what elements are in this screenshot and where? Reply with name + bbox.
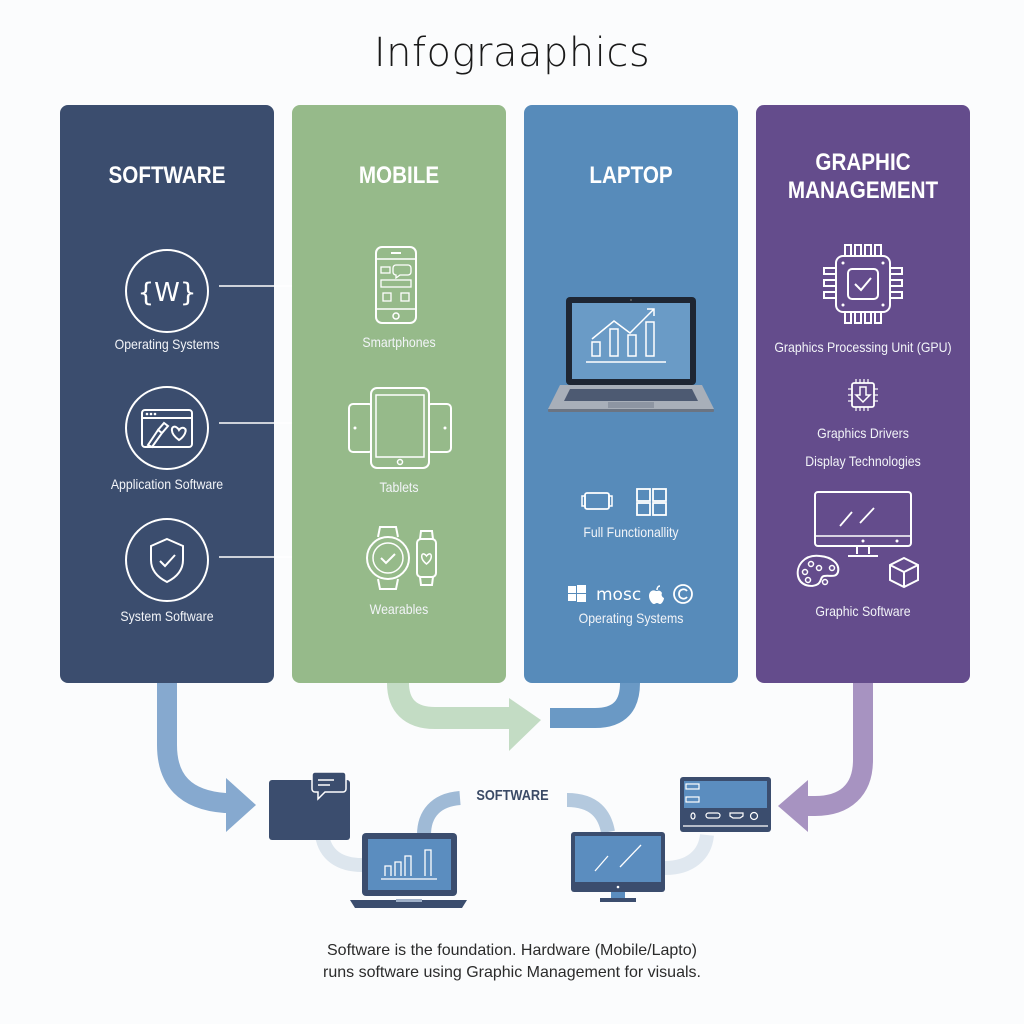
- graphic-heading-line1: GRAPHIC: [815, 149, 911, 176]
- driver-download-chip-icon: [845, 377, 881, 413]
- item-display-technologies: Display Technologies: [805, 453, 921, 469]
- connector-line: [219, 556, 347, 558]
- smartwatch-icon: [366, 525, 442, 591]
- item-graphic-software: Graphic Software: [815, 603, 911, 619]
- item-application-software: Application Software: [110, 476, 224, 492]
- page-title: Infograaphics: [373, 30, 651, 76]
- code-braces-glyph: {W}: [138, 278, 197, 308]
- laptop-bar-chart-icon: [350, 833, 467, 908]
- battery-grid-icon: [580, 488, 676, 518]
- smartphone-icon: [374, 245, 418, 325]
- monitor-icon: [571, 832, 665, 902]
- item-full-functionality: Full Functionallity: [583, 524, 679, 540]
- tablet-icon: [347, 386, 453, 470]
- flow-connector: [417, 791, 461, 836]
- code-braces-icon: {W}: [124, 248, 210, 334]
- flow-arrowhead-software: [226, 778, 256, 832]
- graphics-card-icon: [680, 777, 771, 832]
- laptop-heading: LAPTOP: [589, 162, 673, 189]
- item-laptop-operating-systems: Operating Systems: [578, 610, 684, 626]
- folder-chat-icon: [269, 771, 350, 840]
- item-wearables: Wearables: [369, 601, 429, 617]
- windows-logo-icon: [568, 585, 586, 602]
- flow-arrowhead-mobile: [509, 698, 541, 751]
- laptop-chart-icon: [546, 295, 716, 413]
- caption: Software is the foundation. Hardware (Mo…: [0, 940, 1024, 984]
- item-gpu: Graphics Processing Unit (GPU): [774, 339, 952, 355]
- caption-line2: runs software using Graphic Management f…: [323, 964, 701, 981]
- graphic-heading-line2: MANAGEMENT: [787, 177, 939, 204]
- gpu-chip-icon: [818, 240, 908, 328]
- flow-center-label: SOFTWARE: [476, 787, 549, 804]
- flow-arrow-mobile: [387, 682, 512, 729]
- item-tablets: Tablets: [379, 479, 419, 495]
- flow-connector: [566, 793, 615, 834]
- item-smartphones: Smartphones: [362, 334, 436, 350]
- caption-line1: Software is the foundation. Hardware (Mo…: [327, 942, 697, 959]
- flow-arrow-software: [157, 683, 235, 813]
- flow-arrow-laptop: [550, 682, 640, 728]
- flow-arrowhead-graphic: [778, 780, 808, 832]
- item-operating-systems: Operating Systems: [114, 336, 220, 352]
- mobile-heading: MOBILE: [358, 162, 440, 189]
- app-window-brush-icon: [124, 385, 210, 471]
- software-heading: SOFTWARE: [108, 162, 226, 189]
- connector-line: [219, 422, 337, 424]
- graphic-management-panel: GRAPHIC MANAGEMENT Graphics Processing U…: [756, 105, 970, 683]
- flow-arrow-graphic: [805, 683, 873, 816]
- laptop-panel: LAPTOP Full Functionallity mosc: [524, 105, 738, 683]
- mobile-panel: MOBILE Smartphones Tablets Wearables: [292, 105, 506, 683]
- apple-logo-icon: [649, 585, 664, 604]
- connector-line: [219, 285, 347, 287]
- os-logos-icon: mosc: [566, 583, 696, 605]
- item-system-software: System Software: [120, 608, 214, 624]
- os-text-glyph: mosc: [596, 585, 641, 605]
- software-panel: SOFTWARE {W} Operating Systems Applicati…: [60, 105, 274, 683]
- linux-c-logo-icon: [673, 584, 693, 604]
- monitor-palette-cube-icon: [794, 490, 924, 595]
- shield-check-icon: [124, 517, 210, 603]
- item-graphics-drivers: Graphics Drivers: [817, 425, 909, 441]
- flow-connector: [664, 833, 714, 875]
